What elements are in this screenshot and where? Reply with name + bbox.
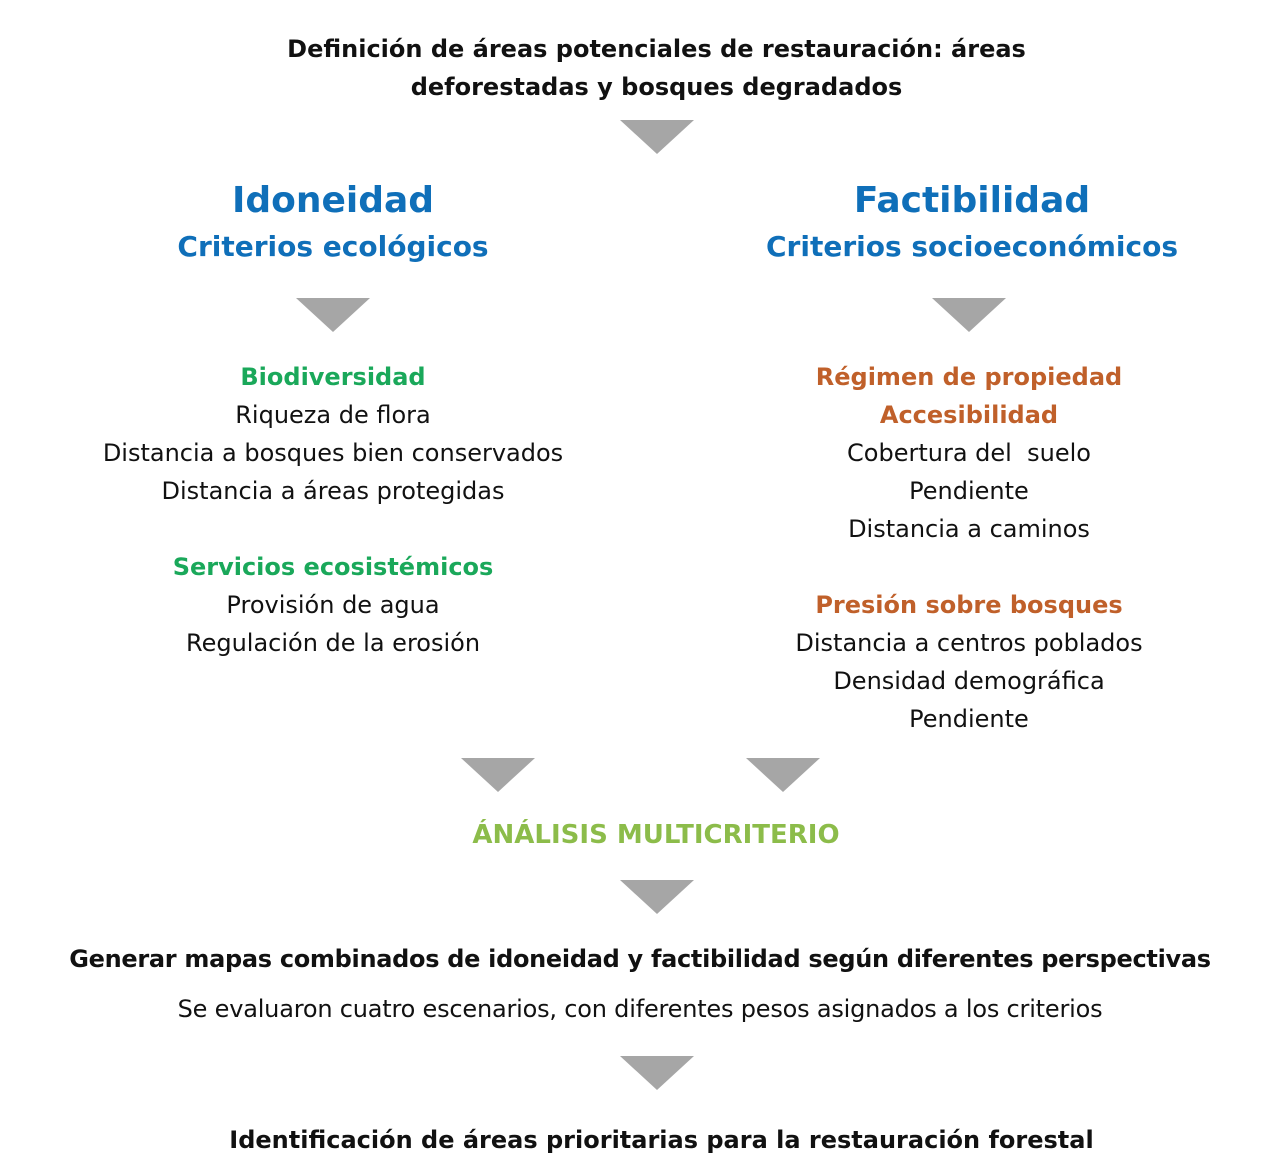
group-heading-presion: Presión sobre bosques [815, 591, 1123, 619]
right-subtitle: Criterios socioeconómicos [766, 230, 1178, 263]
criterion-item: Cobertura del suelo [847, 439, 1091, 467]
arrow-down-icon [932, 298, 1006, 332]
top-title-line-1: Definición de áreas potenciales de resta… [287, 35, 1026, 63]
criterion-item: Distancia a centros poblados [795, 629, 1143, 657]
criterion-item: Pendiente [909, 477, 1029, 505]
top-title: Definición de áreas potenciales de resta… [0, 30, 1280, 106]
arrow-down-icon [620, 880, 694, 914]
top-title-line-2: deforestadas y bosques degradados [410, 73, 903, 101]
left-criteria: Biodiversidad Riqueza de flora Distancia… [33, 358, 633, 662]
final-title: Identificación de áreas prioritarias par… [229, 1126, 1094, 1154]
criterion-item: Distancia a bosques bien conservados [102, 439, 564, 467]
group-heading-servicios: Servicios ecosistémicos [172, 553, 494, 581]
criterion-item: Distancia a caminos [848, 515, 1090, 543]
criterion-item: Provisión de agua [226, 591, 440, 619]
combine-title: Generar mapas combinados de idoneidad y … [69, 945, 1211, 973]
left-subtitle: Criterios ecológicos [177, 230, 489, 263]
analysis-label: ÁNÁLISIS MULTICRITERIO [472, 820, 840, 850]
right-criteria: Régimen de propiedad Accesibilidad Cober… [669, 358, 1269, 738]
arrow-down-icon [296, 298, 370, 332]
criterion-item: Distancia a áreas protegidas [161, 477, 505, 505]
criterion-item: Pendiente [909, 705, 1029, 733]
criterion-item: Densidad demográfica [833, 667, 1105, 695]
group-heading-regimen: Régimen de propiedad [815, 363, 1123, 391]
arrow-down-icon [620, 120, 694, 154]
criterion-item: Riqueza de flora [235, 401, 431, 429]
criterion-item: Regulación de la erosión [185, 629, 481, 657]
right-title: Factibilidad [853, 180, 1091, 221]
combine-note: Se evaluaron cuatro escenarios, con dife… [177, 995, 1103, 1023]
group-heading-accesibilidad: Accesibilidad [879, 401, 1059, 429]
arrow-down-icon [461, 758, 535, 792]
arrow-down-icon [746, 758, 820, 792]
left-title: Idoneidad [231, 180, 435, 221]
group-heading-biodiversidad: Biodiversidad [240, 363, 426, 391]
arrow-down-icon [620, 1056, 694, 1090]
